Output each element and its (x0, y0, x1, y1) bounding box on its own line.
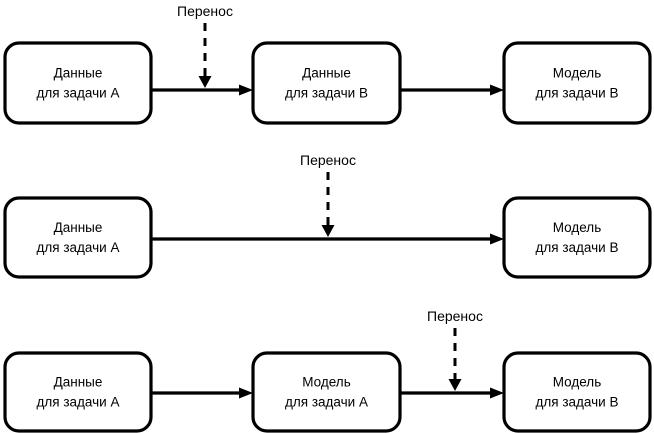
model-task-b-box-line2: для задачи В (536, 86, 619, 101)
model-task-b-box-shape (502, 41, 652, 125)
model-task-b-box-shape (502, 196, 652, 279)
model-task-a-box-line1: Модель (302, 375, 350, 390)
transfer-annotation-label: Перенос (300, 152, 356, 168)
model-task-b-box-line1: Модель (553, 375, 601, 390)
transfer-annotation-arrow-head (321, 225, 335, 237)
model-task-b-box[interactable]: Модель для задачи В (502, 41, 652, 125)
model-task-b-box-line2: для задачи В (536, 240, 619, 255)
data-task-a-box[interactable]: Данные для задачи А (3, 41, 153, 125)
data-task-a-box-line1: Данные (54, 220, 103, 235)
arrow-model-a-to-model-b-head (490, 387, 504, 399)
transfer-annotation-label: Перенос (177, 3, 233, 19)
data-task-a-box-shape (3, 196, 153, 279)
model-task-a-box-line2: для задачи А (285, 395, 368, 410)
arrow-data-b-to-model-b-head (490, 84, 504, 96)
data-task-a-box[interactable]: Данные для задачи А (3, 196, 153, 279)
arrow-data-a-to-model-a-head (239, 387, 253, 399)
model-task-b-box-line1: Модель (553, 220, 601, 235)
model-task-b-box-line2: для задачи В (536, 395, 619, 410)
transfer-annotation: Перенос (177, 3, 233, 88)
arrow-data-a-to-model-b[interactable] (151, 233, 504, 245)
data-task-a-box-line2: для задачи А (37, 395, 120, 410)
data-task-b-box-line1: Данные (302, 66, 351, 81)
data-task-a-box-line1: Данные (54, 66, 103, 81)
transfer-annotation-arrow-head (448, 379, 462, 391)
data-task-b-box-line2: для задачи В (285, 86, 368, 101)
model-task-b-box-line1: Модель (553, 66, 601, 81)
data-task-b-box-shape (251, 41, 402, 125)
arrow-data-a-to-model-a[interactable] (151, 387, 253, 399)
model-task-b-box[interactable]: Модель для задачи В (502, 196, 652, 279)
data-task-a-box-line2: для задачи А (37, 86, 120, 101)
arrow-data-a-to-model-b-head (490, 233, 504, 245)
transfer-annotation-label: Перенос (427, 308, 483, 324)
model-task-a-box-shape (251, 351, 402, 433)
arrow-data-a-to-data-b-head (239, 84, 253, 96)
data-task-a-box-shape (3, 351, 153, 433)
transfer-annotation-arrow-head (198, 76, 212, 88)
transfer-annotation: Перенос (300, 152, 356, 237)
arrow-model-a-to-model-b[interactable] (400, 387, 504, 399)
arrow-data-a-to-data-b[interactable] (151, 84, 253, 96)
model-task-b-box[interactable]: Модель для задачи В (502, 351, 652, 433)
model-task-b-box-shape (502, 351, 652, 433)
transfer-annotation: Перенос (427, 308, 483, 391)
data-task-a-box-line1: Данные (54, 375, 103, 390)
data-task-a-box-line2: для задачи А (37, 240, 120, 255)
data-task-b-box[interactable]: Данные для задачи В (251, 41, 402, 125)
model-task-a-box[interactable]: Модель для задачи А (251, 351, 402, 433)
data-task-a-box[interactable]: Данные для задачи А (3, 351, 153, 433)
data-task-a-box-shape (3, 41, 153, 125)
arrow-data-b-to-model-b[interactable] (400, 84, 504, 96)
